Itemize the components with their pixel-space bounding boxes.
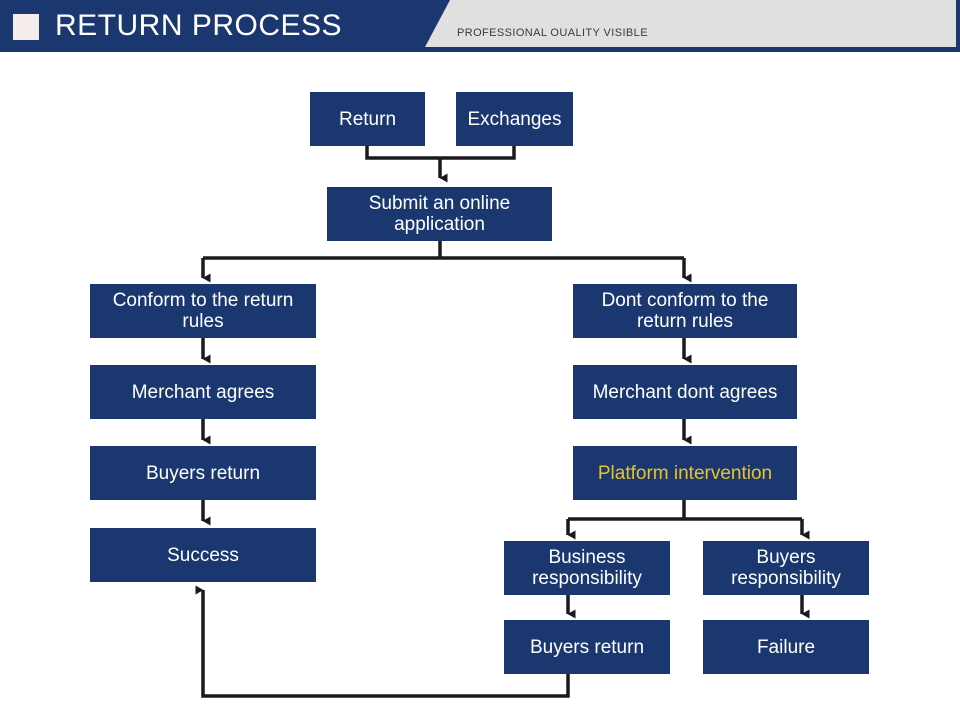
node-buyers-return-bottom[interactable]: Buyers return bbox=[504, 620, 670, 674]
node-business-responsibility[interactable]: Business responsibility bbox=[504, 541, 670, 595]
node-success[interactable]: Success bbox=[90, 528, 316, 582]
node-label: Exchanges bbox=[467, 108, 562, 130]
node-label: Buyers responsibility bbox=[731, 547, 841, 589]
square-icon bbox=[13, 14, 39, 40]
node-platform-intervention[interactable]: Platform intervention bbox=[573, 446, 797, 500]
node-conform-to-return-rules[interactable]: Conform to the return rules bbox=[90, 284, 316, 338]
node-label: Dont conform to the return rules bbox=[601, 290, 769, 332]
node-buyers-responsibility[interactable]: Buyers responsibility bbox=[703, 541, 869, 595]
node-label: Merchant agrees bbox=[131, 381, 275, 403]
node-submit-online-application[interactable]: Submit an online application bbox=[327, 187, 552, 241]
node-buyers-return-left[interactable]: Buyers return bbox=[90, 446, 316, 500]
page-title: RETURN PROCESS bbox=[55, 9, 343, 42]
node-merchant-agrees[interactable]: Merchant agrees bbox=[90, 365, 316, 419]
node-label: Buyers return bbox=[145, 462, 261, 484]
node-label: Conform to the return rules bbox=[112, 290, 294, 332]
node-failure[interactable]: Failure bbox=[703, 620, 869, 674]
node-merchant-dont-agrees[interactable]: Merchant dont agrees bbox=[573, 365, 797, 419]
node-return[interactable]: Return bbox=[310, 92, 425, 146]
node-label: Business responsibility bbox=[532, 547, 642, 589]
node-label: Return bbox=[338, 108, 397, 130]
node-label: Submit an online application bbox=[368, 193, 511, 235]
node-label: Platform intervention bbox=[597, 462, 773, 484]
header-subtitle: PROFESSIONAL OUALITY VISIBLE bbox=[457, 27, 648, 39]
node-label: Buyers return bbox=[529, 636, 645, 658]
header-gray-panel bbox=[425, 0, 956, 47]
node-dont-conform-to-return-rules[interactable]: Dont conform to the return rules bbox=[573, 284, 797, 338]
node-label: Merchant dont agrees bbox=[592, 381, 778, 403]
slide-header: RETURN PROCESS PROFESSIONAL OUALITY VISI… bbox=[0, 0, 960, 52]
edge-return-exchanges-merge bbox=[365, 146, 516, 160]
node-label: Success bbox=[167, 544, 239, 566]
node-exchanges[interactable]: Exchanges bbox=[456, 92, 573, 146]
node-label: Failure bbox=[756, 636, 816, 658]
